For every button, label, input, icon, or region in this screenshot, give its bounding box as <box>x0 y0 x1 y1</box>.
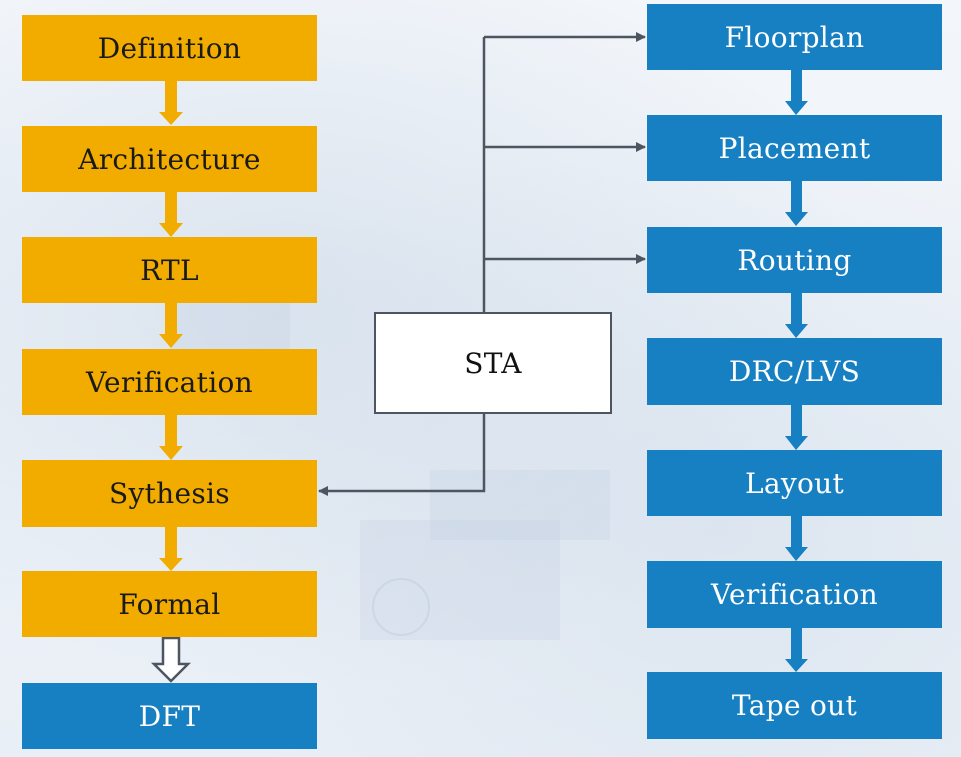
backend-verification-label: Verification <box>711 578 878 611</box>
sta-label: STA <box>464 346 522 380</box>
architecture-label: Architecture <box>78 142 261 176</box>
back-end-arrows <box>785 70 808 672</box>
formal-label: Formal <box>118 587 221 621</box>
dft-box: DFT <box>22 683 317 749</box>
flow-arrow <box>785 70 808 115</box>
sta-connectors <box>318 32 646 496</box>
placement-label: Placement <box>718 131 871 165</box>
dft-label: DFT <box>138 699 201 733</box>
verification-box: Verification <box>22 349 317 415</box>
flow-arrow <box>785 516 808 561</box>
flow-arrow <box>159 303 183 348</box>
flow-arrow <box>159 192 183 237</box>
routing-label: Routing <box>737 243 852 277</box>
flow-arrow <box>785 181 808 226</box>
tape-out-label: Tape out <box>731 689 858 722</box>
definition-label: Definition <box>97 31 242 65</box>
formal-box: Formal <box>22 571 317 637</box>
rtl-box: RTL <box>22 237 317 303</box>
rtl-label: RTL <box>140 253 199 287</box>
floorplan-label: Floorplan <box>724 20 865 54</box>
background-circle <box>372 578 430 636</box>
floorplan-box: Floorplan <box>647 4 942 70</box>
architecture-box: Architecture <box>22 126 317 192</box>
layout-box: Layout <box>647 450 942 516</box>
layout-label: Layout <box>744 466 845 500</box>
backend-verification-box: Verification <box>647 561 942 628</box>
drc-lvs-box: DRC/LVS <box>647 338 942 405</box>
placement-box: Placement <box>647 115 942 181</box>
flow-arrow <box>159 527 183 571</box>
definition-box: Definition <box>22 15 317 81</box>
verification-label: Verification <box>86 365 253 399</box>
tape-out-box: Tape out <box>647 672 942 739</box>
flow-arrow <box>785 293 808 338</box>
synthesis-box: Sythesis <box>22 460 317 527</box>
sta-to-synthesis-arrow <box>318 413 486 496</box>
front-end-arrows <box>150 81 192 683</box>
hollow-flow-arrow <box>150 636 192 683</box>
flow-arrow <box>159 415 183 460</box>
flow-arrow <box>785 405 808 450</box>
flow-arrow <box>159 81 183 125</box>
background-panel <box>430 470 610 540</box>
flow-arrow <box>785 628 808 672</box>
routing-box: Routing <box>647 227 942 293</box>
sta-box: STA <box>374 312 612 414</box>
synthesis-label: Sythesis <box>109 477 230 510</box>
drc-lvs-label: DRC/LVS <box>728 355 861 388</box>
